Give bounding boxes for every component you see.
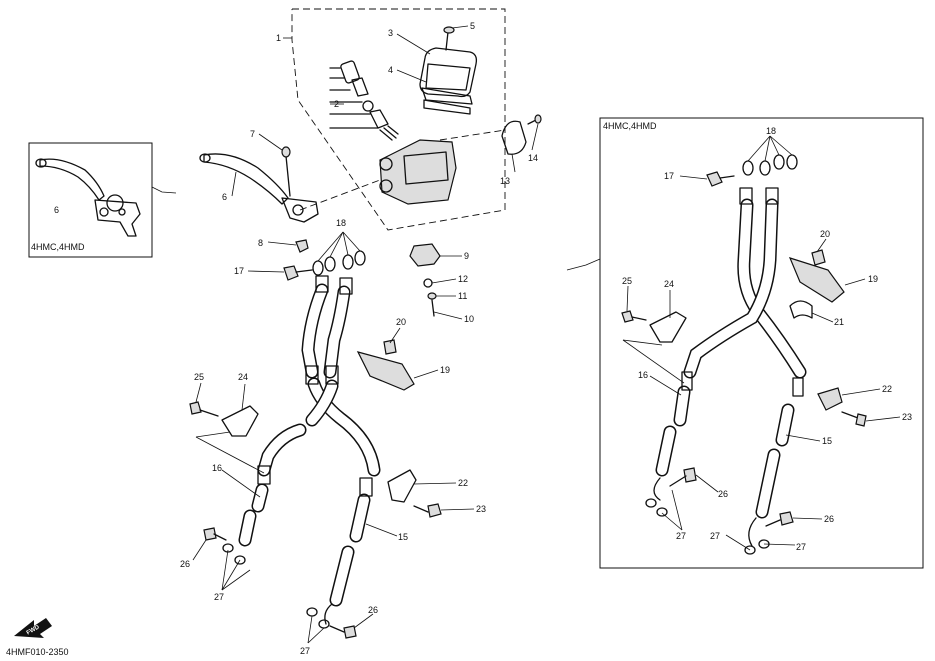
callout-23: 23 [476,504,486,514]
right-inset-label: 4HMC,4HMD [603,121,657,131]
callout-right-27b: 27 [710,531,720,541]
piston-kit [329,60,399,141]
callout-right-18: 18 [766,126,776,136]
right-inset-hardware [621,171,867,527]
inset-lever-drawing [35,158,141,237]
callout-right-26a: 26 [718,489,728,499]
callout-14: 14 [528,153,538,163]
main-hardware [189,265,442,639]
callout-inset-6: 6 [54,205,59,215]
right-inset-leaders [622,135,901,551]
main-hoses [238,275,381,625]
main-leaders [192,25,539,644]
callout-17: 17 [234,266,244,276]
callout-15: 15 [398,532,408,542]
callout-27-left: 27 [214,592,224,602]
callout-right-21: 21 [834,317,844,327]
left-inset-frame [28,142,153,258]
callout-2: 2 [334,99,339,109]
callout-19: 19 [440,365,450,375]
callout-10: 10 [464,314,474,324]
right-inset-hoses [653,187,807,547]
callout-7: 7 [250,129,255,139]
callout-right-17: 17 [664,171,674,181]
doc-code: 4HMF010-2350 [6,647,69,657]
callout-right-19: 19 [868,274,878,284]
callout-12: 12 [458,274,468,284]
callout-right-16: 16 [638,370,648,380]
callout-right-27c: 27 [796,542,806,552]
left-inset-pointer [151,186,177,194]
callout-right-23: 23 [902,412,912,422]
master-cylinder-group [291,8,542,317]
callout-16: 16 [212,463,222,473]
callout-right-26b: 26 [824,514,834,524]
callout-right-25: 25 [622,276,632,286]
callout-26-bottom: 26 [368,605,378,615]
callout-13: 13 [500,176,510,186]
callout-6: 6 [222,192,227,202]
callout-8: 8 [258,238,263,248]
brake-lever [199,146,319,253]
callout-right-24: 24 [664,279,674,289]
callout-right-27a: 27 [676,531,686,541]
callout-22: 22 [458,478,468,488]
callout-26-left: 26 [180,559,190,569]
callout-right-15: 15 [822,436,832,446]
callout-9: 9 [464,251,469,261]
callout-3: 3 [388,28,393,38]
callout-24: 24 [238,372,248,382]
left-inset-label: 4HMC,4HMD [31,242,85,252]
master-cylinder-outline [291,8,506,231]
right-inset-panel: 4HMC,4HMD [566,117,924,569]
callout-25: 25 [194,372,204,382]
callout-11: 11 [458,291,467,301]
callout-1: 1 [276,33,281,43]
callout-5: 5 [470,21,475,31]
callout-18: 18 [336,218,346,228]
left-inset-panel: 4HMC,4HMD [28,142,177,258]
fwd-arrow-icon: FWD [14,618,52,638]
callout-right-22: 22 [882,384,892,394]
callout-4: 4 [388,65,393,75]
callout-27-bottom: 27 [300,646,310,656]
right-inset-pointer [566,258,601,271]
callout-20: 20 [396,317,406,327]
right-inset-frame [599,117,924,569]
callouts: 1 2 3 4 5 6 7 8 9 10 11 12 13 14 17 18 1… [54,21,912,656]
callout-right-20: 20 [820,229,830,239]
